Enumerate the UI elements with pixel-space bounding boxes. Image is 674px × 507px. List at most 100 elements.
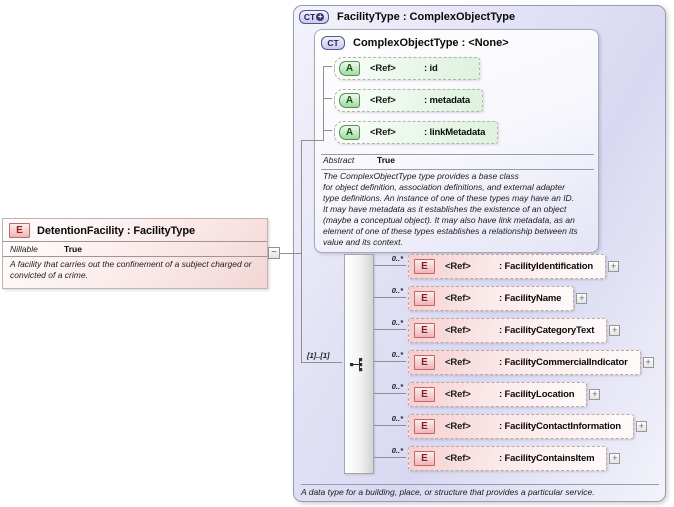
expand-toggle[interactable]: +	[589, 389, 601, 400]
element-ref: <Ref>	[445, 293, 471, 304]
attribute-node-metadata[interactable]: A <Ref> : metadata	[334, 89, 484, 112]
attribute-name: : metadata	[424, 95, 471, 106]
connector-line	[374, 297, 406, 298]
detention-facility-header: E DetentionFacility : FacilityType	[3, 219, 267, 241]
element-icon: E	[414, 387, 435, 402]
occurs-label: 0..*	[391, 414, 403, 423]
connector-line	[301, 140, 302, 363]
element-icon: E	[9, 223, 30, 238]
sequence-compositor[interactable]	[344, 254, 374, 474]
element-row: E <Ref> : FacilityIdentification +	[408, 254, 620, 279]
occurs-label: 0..*	[391, 254, 403, 263]
nillable-value: True	[64, 244, 82, 254]
attribute-name: : linkMetadata	[424, 127, 486, 138]
attribute-icon: A	[339, 93, 360, 108]
attribute-name: : id	[424, 63, 438, 74]
facility-type-title: FacilityType : ComplexObjectType	[337, 11, 516, 23]
element-icon: E	[414, 355, 435, 370]
connector-line	[374, 425, 406, 426]
element-icon: E	[414, 451, 435, 466]
divider	[321, 169, 594, 170]
complex-object-type-description: The ComplexObjectType type provides a ba…	[323, 171, 578, 248]
sequence-cardinality-label: [1]..[1]	[307, 351, 330, 360]
element-node-facility-name[interactable]: E <Ref> : FacilityName	[408, 286, 575, 311]
detention-facility-title: DetentionFacility : FacilityType	[37, 224, 195, 237]
connector-line	[324, 130, 332, 131]
connector-line	[374, 265, 406, 266]
element-node-facility-location[interactable]: E <Ref> : FacilityLocation	[408, 382, 588, 407]
expand-toggle[interactable]: +	[635, 421, 647, 432]
complex-object-type-title: ComplexObjectType : <None>	[353, 37, 509, 49]
nillable-facet-row: Nillable True	[3, 242, 267, 256]
element-ref: <Ref>	[445, 357, 471, 368]
element-node-facility-contact-information[interactable]: E <Ref> : FacilityContactInformation	[408, 414, 634, 439]
facility-type-box: CT + FacilityType : ComplexObjectType CT…	[293, 5, 666, 502]
sequence-icon	[350, 358, 363, 372]
element-ref: <Ref>	[445, 261, 471, 272]
element-name: : FacilityIdentification	[499, 261, 594, 272]
attribute-ref: <Ref>	[370, 63, 396, 74]
element-node-facility-contains-item[interactable]: E <Ref> : FacilityContainsItem	[408, 446, 608, 471]
detention-facility-description: A facility that carries out the confinem…	[10, 259, 252, 281]
occurs-label: 0..*	[391, 382, 403, 391]
attribute-ref: <Ref>	[370, 127, 396, 138]
nillable-label: Nillable	[10, 244, 38, 254]
divider	[321, 154, 594, 155]
plus-badge-icon: +	[316, 12, 325, 21]
element-name: : FacilityCommercialIndicator	[499, 357, 628, 368]
element-icon: E	[414, 291, 435, 306]
connector-line	[301, 362, 342, 363]
element-row: E <Ref> : FacilityLocation +	[408, 382, 601, 407]
abstract-value: True	[377, 155, 395, 165]
attribute-node-linkmetadata[interactable]: A <Ref> : linkMetadata	[334, 121, 499, 144]
occurs-label: 0..*	[391, 318, 403, 327]
complex-object-type-header: CT ComplexObjectType : <None>	[315, 30, 598, 50]
attribute-ref: <Ref>	[370, 95, 396, 106]
complextype-global-icon: CT +	[299, 10, 329, 24]
element-name: : FacilityContainsItem	[499, 453, 595, 464]
connector-line	[301, 140, 323, 141]
expand-toggle[interactable]: +	[609, 325, 621, 336]
abstract-label: Abstract	[323, 155, 355, 165]
expand-toggle[interactable]: +	[608, 261, 620, 272]
element-name: : FacilityLocation	[499, 389, 575, 400]
element-node-facility-identification[interactable]: E <Ref> : FacilityIdentification	[408, 254, 607, 279]
connector-line	[374, 393, 406, 394]
occurs-label: 0..*	[391, 286, 403, 295]
element-ref: <Ref>	[445, 453, 471, 464]
expand-toggle[interactable]: +	[642, 357, 654, 368]
element-row: E <Ref> : FacilityCommercialIndicator +	[408, 350, 654, 375]
connector-line	[374, 457, 406, 458]
detention-facility-node[interactable]: E DetentionFacility : FacilityType Nilla…	[2, 218, 268, 289]
element-ref: <Ref>	[445, 389, 471, 400]
element-ref: <Ref>	[445, 421, 471, 432]
connector-line	[374, 329, 406, 330]
element-name: : FacilityCategoryText	[499, 325, 595, 336]
attribute-icon: A	[339, 61, 360, 76]
element-ref: <Ref>	[445, 325, 471, 336]
complex-object-type-box: CT ComplexObjectType : <None> A <Ref> : …	[314, 29, 599, 253]
element-icon: E	[414, 419, 435, 434]
element-row: E <Ref> : FacilityContactInformation +	[408, 414, 647, 439]
element-name: : FacilityName	[499, 293, 562, 304]
abstract-facet-row: Abstract True	[323, 155, 395, 165]
complextype-icon-label: CT	[303, 12, 316, 22]
facility-type-header: CT + FacilityType : ComplexObjectType	[299, 10, 515, 24]
occurs-label: 0..*	[391, 446, 403, 455]
element-node-facility-category-text[interactable]: E <Ref> : FacilityCategoryText	[408, 318, 608, 343]
element-row: E <Ref> : FacilityCategoryText +	[408, 318, 621, 343]
occurs-label: 0..*	[391, 350, 403, 359]
element-row: E <Ref> : FacilityContainsItem +	[408, 446, 621, 471]
expand-toggle[interactable]: +	[609, 453, 621, 464]
attribute-node-id[interactable]: A <Ref> : id	[334, 57, 480, 80]
collapse-toggle[interactable]: −	[268, 247, 280, 259]
element-node-facility-commercial-indicator[interactable]: E <Ref> : FacilityCommercialIndicator	[408, 350, 641, 375]
element-name: : FacilityContactInformation	[499, 421, 621, 432]
connector-line	[323, 66, 324, 141]
complextype-icon: CT	[321, 36, 345, 50]
divider	[3, 241, 267, 242]
connector-line	[374, 361, 406, 362]
divider	[3, 256, 267, 257]
expand-toggle[interactable]: +	[576, 293, 588, 304]
